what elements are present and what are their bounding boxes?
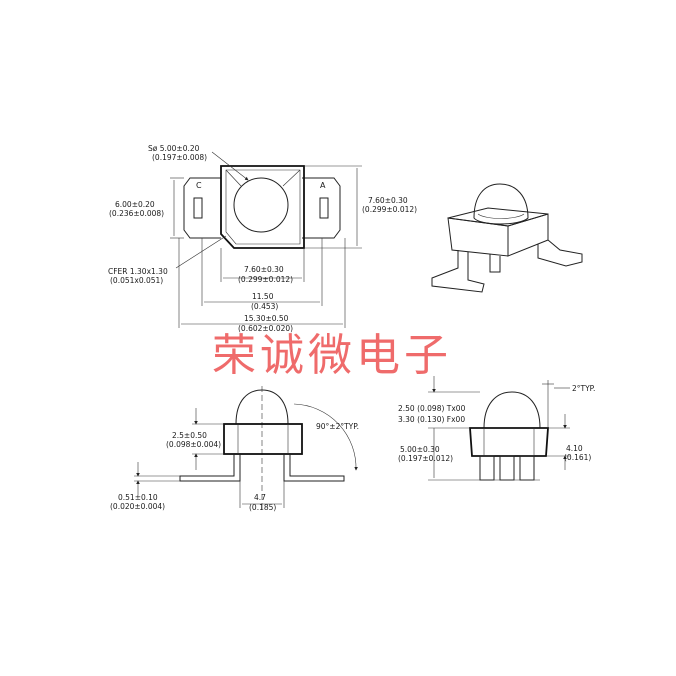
- height-text: 7.60±0.30: [368, 196, 408, 205]
- chamfer-leader: [175, 235, 227, 269]
- pitch-inch: (0.185): [249, 503, 276, 512]
- angle-text: 90°±2°TYP.: [316, 422, 359, 431]
- lens-dia-inch: (0.197±0.008): [152, 153, 207, 162]
- iso-dome: [473, 183, 529, 225]
- pin-a-pad: [319, 197, 329, 219]
- side-dome: [483, 391, 541, 429]
- fx-text: 3.30 (0.130) Fx00: [398, 415, 465, 424]
- overall-inch: (0.602±0.020): [238, 324, 293, 333]
- lead-thk-inch: (0.020±0.004): [110, 502, 165, 511]
- watermark-text: 荣诚微电子: [212, 330, 452, 381]
- front-left-lead: [179, 454, 241, 482]
- right-lead-tab: [302, 177, 341, 239]
- iso-dome-rim: [477, 213, 525, 219]
- chamfer-inch: (0.051x0.051): [110, 276, 163, 285]
- left-lead-tab: [183, 177, 221, 239]
- iso-right-lead: [537, 239, 583, 267]
- side-view: 2.50 (0.098) Tx00 3.30 (0.130) Fx00 5.00…: [398, 376, 595, 481]
- lead-span-text: 11.50: [252, 292, 274, 301]
- front-right-lead: [283, 454, 345, 482]
- side-body: [469, 427, 549, 457]
- lead-span-inch: (0.453): [251, 302, 278, 311]
- package-inner-outline: [225, 169, 301, 245]
- iso-left-lead: [431, 250, 485, 293]
- pin-c-pad: [193, 197, 203, 219]
- angle-arc: [293, 403, 358, 471]
- lens-dia-text: Sø 5.00±0.20: [148, 144, 200, 153]
- total-h-text: 4.10: [566, 444, 583, 453]
- iso-top-face: [447, 207, 549, 227]
- pin-c-label: C: [196, 181, 202, 190]
- side-lead-1: [479, 455, 495, 481]
- front-body: [223, 423, 303, 455]
- pitch-text: 4.7: [254, 493, 266, 502]
- height-inch: (0.299±0.012): [362, 205, 417, 214]
- side-lead-2: [499, 455, 515, 481]
- side-body-h-text: 5.00±0.30: [400, 445, 440, 454]
- tx-text: 2.50 (0.098) Tx00: [398, 404, 466, 413]
- total-h-inch: (0.161): [564, 453, 591, 462]
- lens-circle: [233, 177, 289, 233]
- iso-right-face: [507, 213, 549, 257]
- width-inch: (0.236±0.008): [109, 209, 164, 218]
- side-lead-3: [519, 455, 535, 481]
- chamfer-text: CFER 1.30x1.30: [108, 267, 168, 276]
- top-view: C A Sø 5.00±0.20 (0.197±0.008) 6.00±0.20…: [108, 144, 417, 333]
- body-len-inch: (0.299±0.012): [238, 275, 293, 284]
- package-body: [220, 165, 305, 249]
- isometric-view: [431, 183, 583, 293]
- body-len-text: 7.60±0.30: [244, 265, 284, 274]
- pin-a-label: A: [320, 181, 326, 190]
- iso-mid-lead: [489, 254, 501, 273]
- corner-line: [225, 169, 242, 187]
- side-body-h-inch: (0.197±0.012): [398, 454, 453, 463]
- front-height-inch: (0.098±0.004): [166, 440, 221, 449]
- lens-dia-leader: [211, 151, 249, 181]
- width-text: 6.00±0.20: [115, 200, 155, 209]
- overall-text: 15.30±0.50: [244, 314, 289, 323]
- front-height-text: 2.5±0.50: [172, 431, 207, 440]
- lead-thk-text: 0.51±0.10: [118, 493, 158, 502]
- corner-line: [282, 169, 301, 187]
- draft-text: 2°TYP.: [572, 384, 595, 393]
- front-view: 2.5±0.50 (0.098±0.004) 0.51±0.10 (0.020±…: [110, 386, 359, 512]
